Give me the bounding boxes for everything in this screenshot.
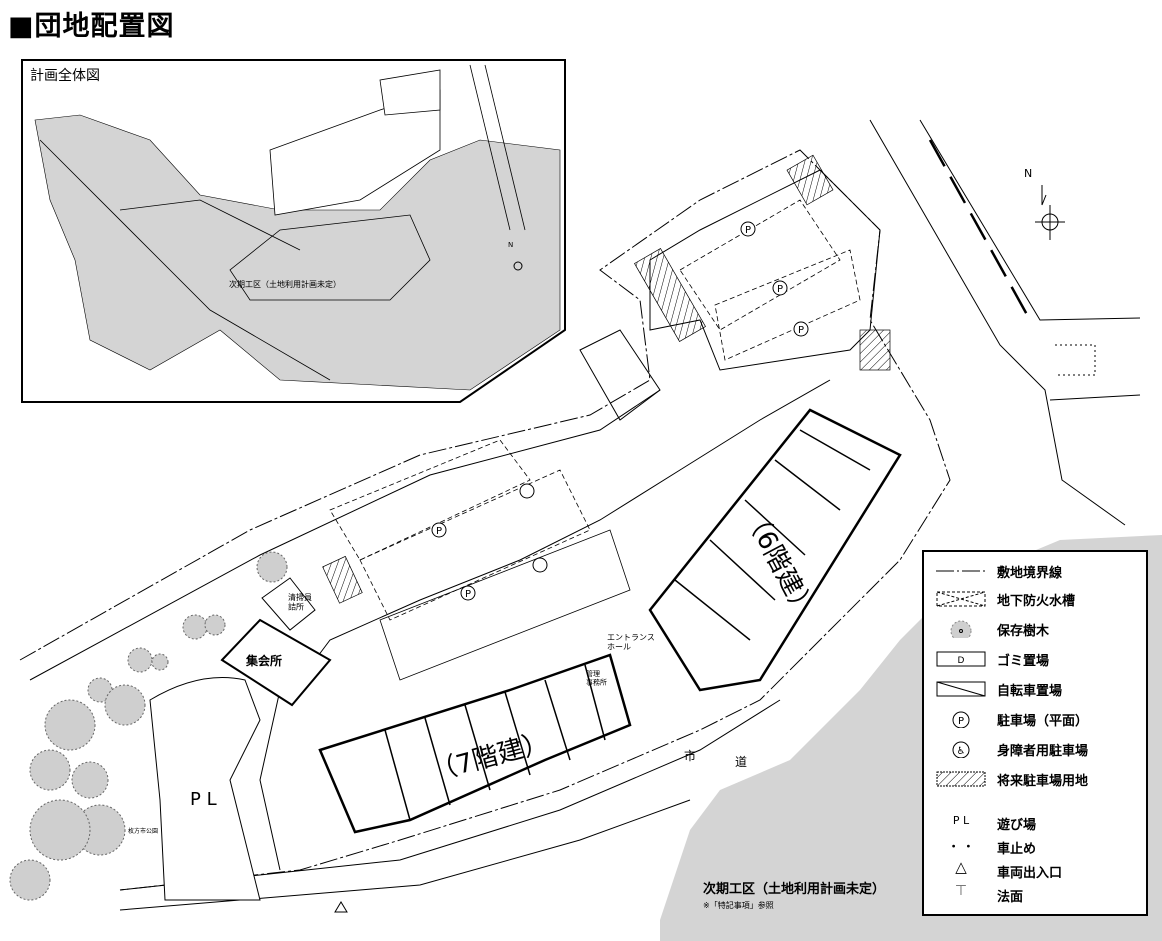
legend-label: 保存樹木: [997, 624, 1050, 639]
building-7f: （7階建）: [318, 653, 632, 834]
playground-symbol: P L: [952, 814, 970, 827]
svg-text:P: P: [958, 716, 964, 727]
building-6f: （6階建）: [648, 408, 902, 692]
city-road-label-2: 道: [735, 755, 747, 769]
park-label: 枚方市公園: [128, 827, 158, 835]
vehicle-entrance-icon: [334, 901, 348, 913]
legend-item-accessible: ♿ 身障者用駐車場: [924, 738, 1146, 762]
svg-text:P: P: [465, 589, 471, 600]
svg-text:♿: ♿: [957, 746, 966, 757]
next-zone-label: 次期工区（土地利用計画未定）: [703, 881, 885, 897]
legend-label: 車止め: [997, 842, 1037, 857]
svg-text:清掃員詰所: 清掃員詰所: [288, 592, 312, 612]
legend: 敷地境界線 地下防火水槽 保存樹木 D ゴミ置場 自転車置場 P 駐車場（平面）…: [922, 550, 1148, 916]
legend-label: 将来駐車場用地: [997, 774, 1089, 789]
svg-text:計画全体図: 計画全体図: [30, 67, 100, 84]
north-arrow-icon: N: [1024, 167, 1065, 240]
svg-text:P: P: [777, 284, 783, 295]
meeting-hall: 集会所 清掃員詰所: [220, 577, 332, 707]
vehicle-entrance-icon: △: [955, 858, 967, 876]
legend-label: 法面: [997, 890, 1024, 905]
parking-bays: [329, 199, 861, 681]
legend-label: 駐車場（平面）: [997, 714, 1089, 729]
management-office-label: 管理事務所: [586, 669, 607, 686]
svg-text:P: P: [798, 325, 804, 336]
legend-label: 身障者用駐車場: [997, 744, 1089, 759]
accessible-parking-icon: ♿: [952, 741, 970, 758]
slope-icon: ⊤: [954, 883, 968, 899]
svg-text:N: N: [1024, 167, 1032, 180]
legend-label: ゴミ置場: [997, 654, 1050, 669]
legend-label: 自転車置場: [997, 684, 1063, 699]
legend-item-playground: P L 遊び場: [924, 812, 1146, 836]
legend-label: 遊び場: [997, 818, 1037, 833]
legend-item-boundary: 敷地境界線: [924, 560, 1146, 584]
svg-text:D: D: [958, 656, 965, 666]
svg-text:集会所: 集会所: [245, 653, 282, 668]
legend-item-slope: ⊤ 法面: [924, 883, 1146, 908]
svg-text:P: P: [745, 225, 751, 236]
legend-item-parking: P 駐車場（平面）: [924, 708, 1146, 732]
car-stop-icon: ・ ・: [948, 840, 974, 853]
preserved-tree-icon: [950, 620, 972, 638]
underground-tank-icon: [936, 591, 986, 607]
legend-label: 敷地境界線: [997, 566, 1063, 581]
dust-station-icon: D: [936, 651, 986, 667]
legend-item-vehicle-entrance: △ 車両出入口: [924, 858, 1146, 884]
bicycle-parking-icon: [936, 681, 986, 697]
svg-text:P L: P L: [190, 789, 217, 810]
svg-text:N: N: [508, 241, 513, 249]
boundary-line-icon: [936, 570, 986, 572]
future-parking-icon: [936, 771, 986, 787]
svg-text:次期工区（土地利用計画未定）: 次期工区（土地利用計画未定）: [229, 279, 341, 289]
entrance-hall-label: エントランスホール: [607, 633, 655, 652]
next-zone-note: ※「特記事項」参照: [703, 900, 774, 910]
future-parking-areas: [322, 154, 891, 604]
legend-item-future-parking: 将来駐車場用地: [924, 768, 1146, 792]
preserved-trees: [9, 551, 288, 901]
playground: P L: [149, 677, 261, 901]
parking-icon: P: [952, 711, 970, 728]
legend-item-bicycle: 自転車置場: [924, 678, 1146, 702]
legend-item-dust: D ゴミ置場: [924, 648, 1146, 672]
city-road-label: 市: [684, 748, 696, 763]
legend-item-tank: 地下防火水槽: [924, 588, 1146, 612]
east-road: [869, 119, 1141, 526]
site-outline: [19, 149, 951, 911]
legend-item-car-stop: ・ ・ 車止め: [924, 836, 1146, 860]
legend-item-tree: 保存樹木: [924, 618, 1146, 642]
svg-text:P: P: [436, 526, 442, 537]
inset-map: 計画全体図 次期工区（土地利用計画未定） N: [21, 59, 566, 403]
legend-label: 車両出入口: [997, 866, 1063, 881]
page-title: ■団地配置図: [8, 11, 175, 42]
parking-symbols: P P P P P: [431, 221, 809, 601]
legend-label: 地下防火水槽: [997, 594, 1076, 609]
